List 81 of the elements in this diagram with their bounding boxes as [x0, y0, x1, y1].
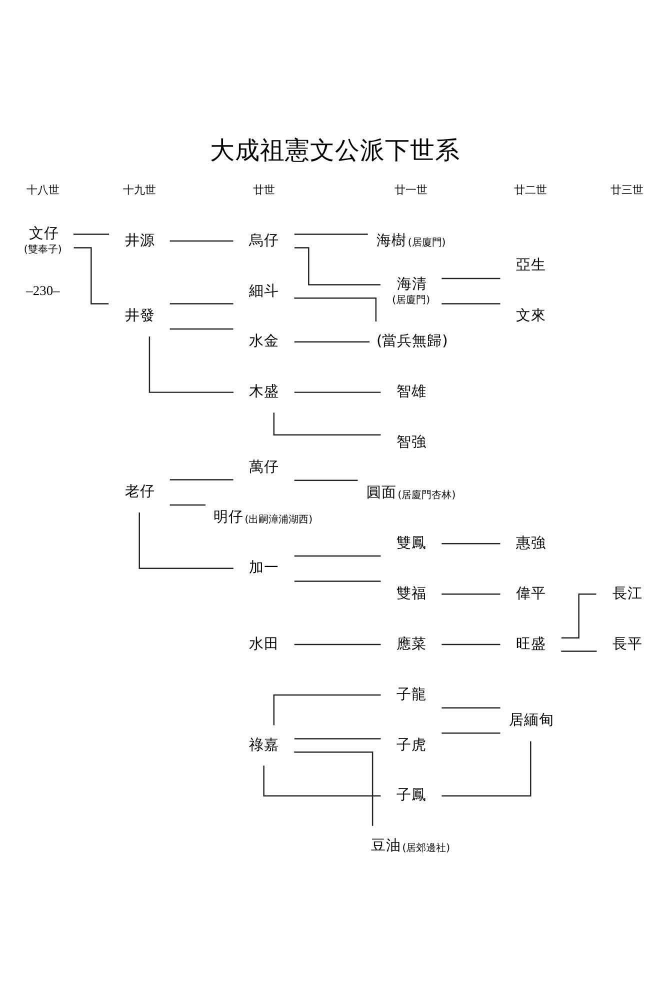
node-label: (出嗣漳浦湖西) — [244, 514, 313, 526]
node-text: 木盛 — [249, 382, 280, 400]
connector — [170, 302, 234, 304]
connector — [442, 542, 500, 544]
node-text: 水田 — [249, 634, 280, 652]
node-text: 長江 — [612, 584, 642, 602]
node-text: 雙福 — [396, 584, 427, 602]
connector — [73, 233, 110, 234]
node-text: 偉平 — [516, 584, 546, 602]
node-label: (居郊邊社) — [402, 842, 450, 854]
node-label: (居廈門杏林) — [398, 489, 456, 500]
node-text: 旺盛 — [516, 634, 546, 652]
connector — [273, 694, 381, 725]
connector — [442, 302, 500, 304]
connector — [294, 580, 381, 582]
connector — [294, 479, 358, 480]
connector — [294, 554, 381, 556]
connector — [294, 738, 381, 739]
node-text: 井源 — [124, 231, 155, 248]
node-text: 海樹 — [376, 231, 406, 248]
node-text: 智雄 — [396, 382, 427, 400]
label: –230– — [26, 282, 60, 298]
connector — [170, 504, 206, 506]
node-text: 老仔 — [124, 482, 155, 500]
connector — [561, 650, 597, 652]
connector — [442, 732, 500, 734]
connector — [294, 297, 377, 322]
connector — [442, 592, 500, 594]
node-text: 文來 — [516, 306, 546, 324]
connector — [294, 340, 370, 342]
node-text: 細斗 — [249, 282, 280, 299]
node-text: 子龍 — [396, 685, 427, 702]
node-text: 長平 — [612, 634, 642, 652]
node-text: (當兵無歸) — [376, 332, 448, 350]
node-text: 明仔 — [213, 508, 244, 526]
node-label: (居廈門) — [408, 237, 446, 248]
node-text: 加一 — [249, 558, 280, 576]
node-text: 豆油 — [370, 836, 401, 854]
node-text: 烏仔 — [249, 231, 280, 248]
node-text: 居緬甸 — [508, 711, 554, 728]
node-text: 祿嘉 — [249, 736, 280, 753]
connector — [170, 478, 234, 480]
node-text: 惠強 — [516, 534, 546, 551]
node-text: 文仔 — [28, 224, 59, 242]
node-text: 應菜 — [396, 634, 427, 652]
connector — [442, 277, 500, 279]
node-text: 子虎 — [396, 736, 427, 753]
connector — [294, 751, 374, 826]
node-text: 亞生 — [516, 256, 546, 273]
connector — [442, 706, 500, 708]
connector — [294, 246, 380, 285]
node-label: (居廈門) — [392, 294, 430, 306]
connector — [294, 391, 381, 392]
connector — [263, 765, 381, 796]
connector — [442, 643, 500, 645]
label: 廿世 — [252, 182, 275, 196]
diagram-title: 大成祖憲文公派下世系 — [210, 135, 460, 164]
label: 廿一世 — [394, 182, 428, 196]
connector — [442, 740, 532, 796]
connector — [148, 336, 234, 392]
node-text: 雙鳳 — [396, 534, 427, 551]
connector — [273, 412, 381, 436]
node-text: 圓面 — [366, 484, 396, 501]
node-text: 水金 — [249, 332, 280, 350]
connector — [74, 246, 109, 304]
node-text: 井發 — [124, 306, 155, 324]
connector — [138, 512, 234, 568]
connector — [170, 328, 234, 330]
label: 十九世 — [122, 182, 156, 196]
label: 廿二世 — [514, 182, 548, 196]
connector — [294, 233, 368, 234]
node-text: 海清 — [397, 275, 428, 292]
node-label: (雙奉子) — [24, 244, 62, 255]
node-text: 子鳳 — [396, 786, 427, 804]
connector — [294, 643, 381, 645]
node-text: 萬仔 — [249, 458, 280, 475]
connector — [170, 240, 234, 242]
node-text: 智強 — [396, 433, 427, 450]
connector — [561, 592, 596, 638]
label: 十八世 — [26, 182, 60, 196]
label: 廿三世 — [610, 182, 644, 196]
